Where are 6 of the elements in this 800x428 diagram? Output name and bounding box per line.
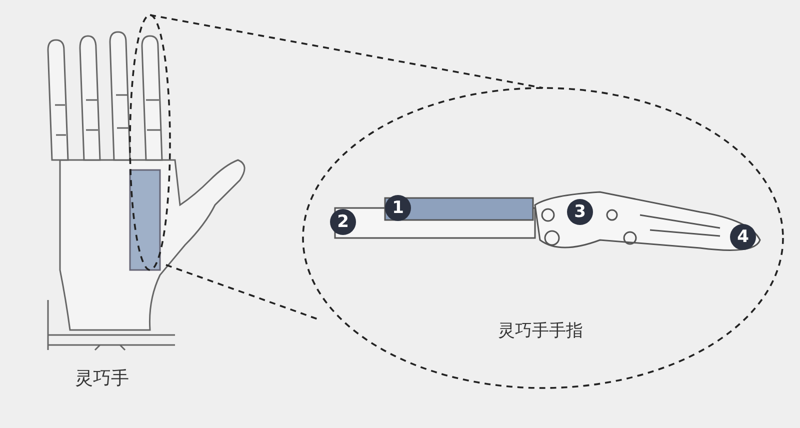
zoom-ellipse [303, 88, 783, 388]
highlight-ellipse [130, 15, 170, 270]
zoom-line [166, 264, 318, 320]
caption: 灵巧手 [75, 367, 129, 390]
node-label: 灵巧手手指 [498, 320, 583, 342]
zoom-line [150, 14, 544, 89]
